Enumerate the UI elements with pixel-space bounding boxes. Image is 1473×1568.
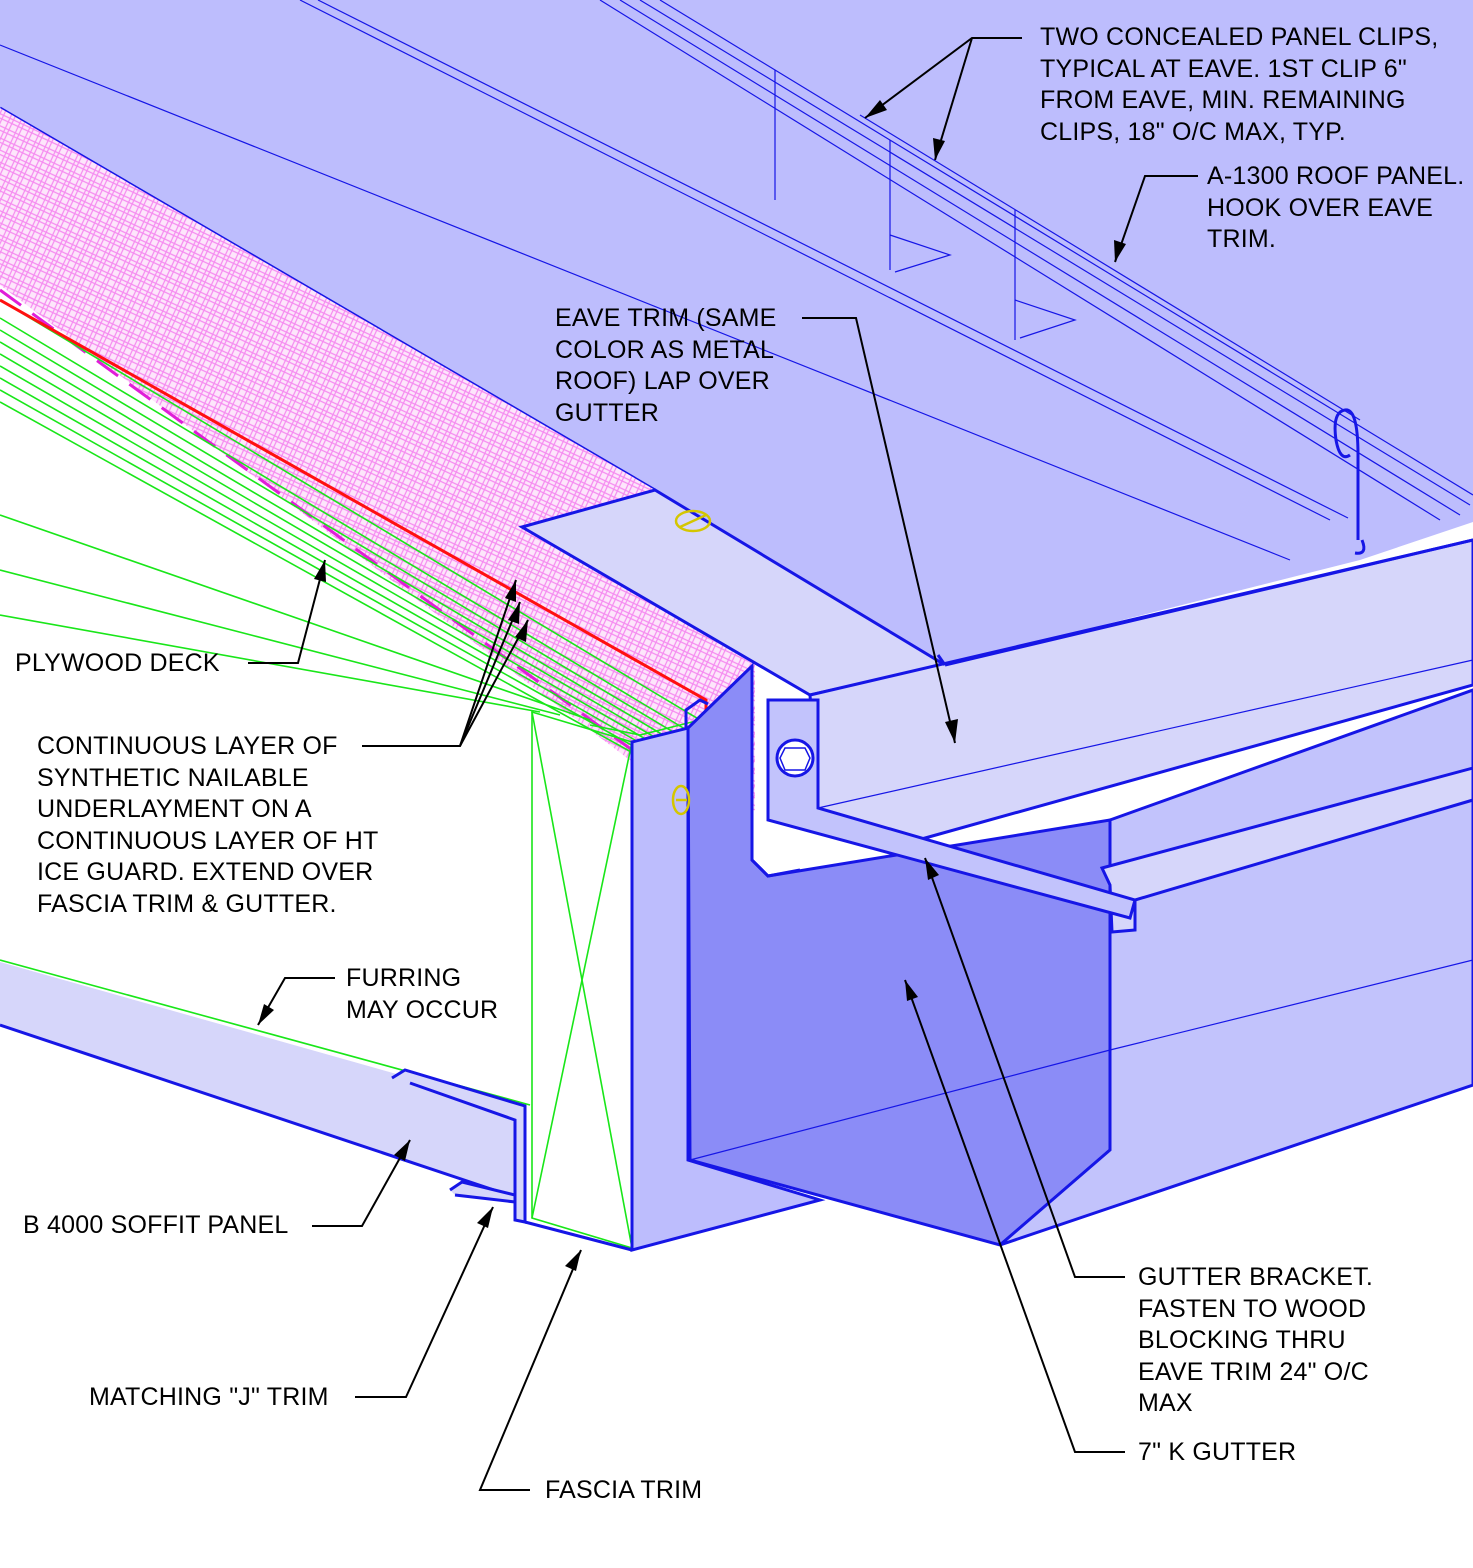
label-line: FASCIA TRIM & GUTTER. [37,889,337,918]
roof-panel-ribs [0,0,1473,561]
label-line: FURRING [346,964,462,992]
label-line: COLOR AS METAL [555,335,775,364]
label-line: PLYWOOD DECK [15,649,220,677]
label-plywood-deck: PLYWOOD DECK [15,648,220,680]
soffit-panel [0,962,525,1205]
label-line: CONTINUOUS LAYER OF HT [37,826,379,855]
label-line: HOOK OVER EAVE [1207,193,1434,222]
label-j-trim: MATCHING "J" TRIM [89,1382,329,1414]
label-gutter-bracket: GUTTER BRACKET. FASTEN TO WOOD BLOCKING … [1138,1262,1373,1420]
label-line: CLIPS, 18" O/C MAX, TYP. [1040,117,1346,146]
fascia-trim [630,726,826,1252]
label-line: MAY OCCUR [346,995,499,1024]
label-line: TYPICAL AT EAVE. 1ST CLIP 6" [1040,54,1407,83]
label-line: 7" K GUTTER [1138,1438,1297,1466]
label-line: ICE GUARD. EXTEND OVER [37,858,374,886]
label-line: B 4000 SOFFIT PANEL [23,1211,289,1239]
label-line: GUTTER [555,398,659,427]
rigid-insulation [0,108,755,828]
label-line: MAX [1138,1389,1193,1417]
label-furring: FURRING MAY OCCUR [346,963,498,1026]
label-line: FROM EAVE, MIN. REMAINING [1040,86,1406,114]
label-line: A-1300 ROOF PANEL. [1207,162,1465,190]
leader-arrowheads [258,100,1126,1271]
label-line: SYNTHETIC NAILABLE [37,763,309,792]
label-line: FASCIA TRIM [545,1476,703,1504]
label-line: EAVE TRIM 24" O/C [1138,1357,1369,1386]
label-line: CONTINUOUS LAYER OF [37,732,338,760]
label-line: TWO CONCEALED PANEL CLIPS, [1040,23,1439,51]
label-k-gutter: 7" K GUTTER [1138,1437,1296,1469]
label-line: UNDERLAYMENT ON A [37,795,312,823]
gutter-bracket [766,698,1137,920]
panel-clip [1333,408,1360,540]
label-line: TRIM. [1207,225,1277,253]
roof-panel-surface [0,0,1473,665]
label-roof-panel: A-1300 ROOF PANEL. HOOK OVER EAVE TRIM. [1207,161,1464,256]
label-soffit-panel: B 4000 SOFFIT PANEL [23,1210,288,1242]
label-line: EAVE TRIM (SAME [555,304,777,332]
label-line: MATCHING "J" TRIM [89,1383,329,1411]
label-panel-clips: TWO CONCEALED PANEL CLIPS, TYPICAL AT EA… [1040,22,1438,148]
label-eave-trim: EAVE TRIM (SAME COLOR AS METAL ROOF) LAP… [555,303,777,429]
bracket-bolt [775,738,815,778]
label-line: FASTEN TO WOOD [1138,1294,1367,1323]
label-line: ROOF) LAP OVER [555,367,770,395]
label-line: GUTTER BRACKET. [1138,1263,1373,1291]
label-line: BLOCKING THRU [1138,1326,1346,1354]
label-fascia-trim: FASCIA TRIM [545,1475,702,1507]
label-underlayment: CONTINUOUS LAYER OF SYNTHETIC NAILABLE U… [37,731,378,920]
